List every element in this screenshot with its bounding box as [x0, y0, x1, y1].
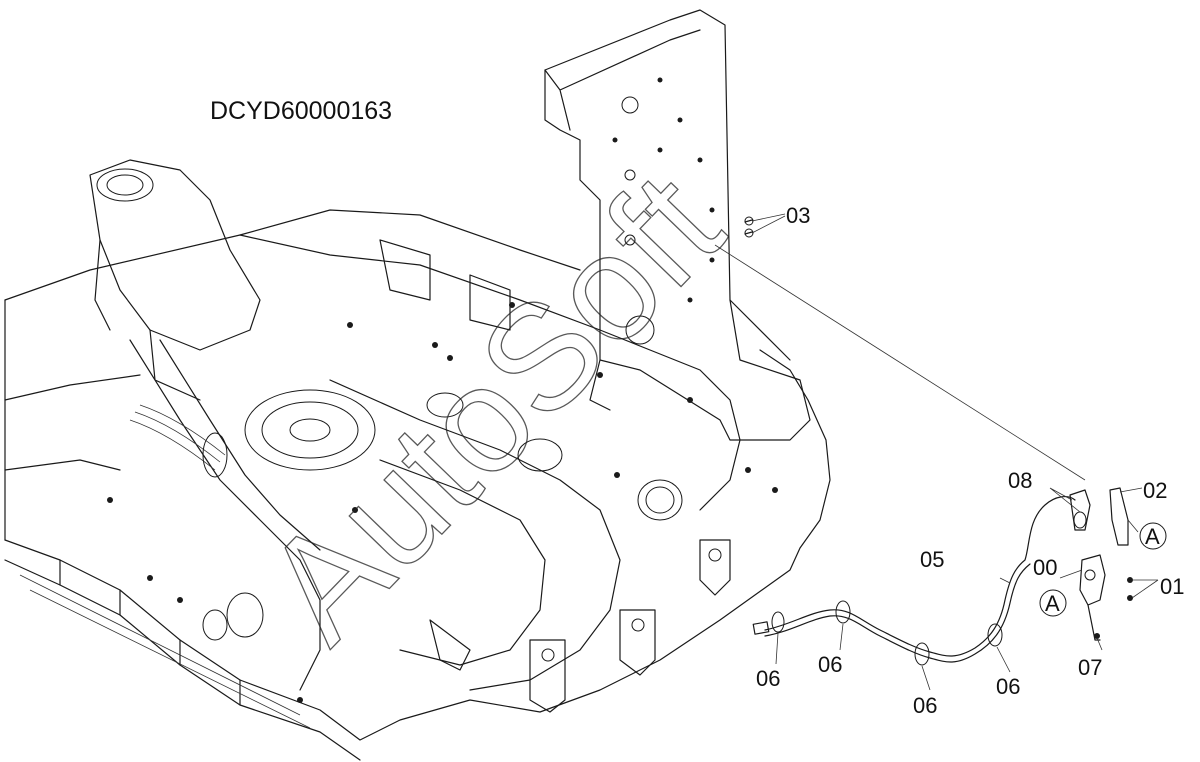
bolts-03 [744, 213, 786, 238]
watermark: AutoSoft [232, 142, 753, 673]
callout-07: 07 [1078, 655, 1102, 680]
callout-A-lower: A [1039, 589, 1067, 617]
callout-02: 02 [1143, 478, 1167, 503]
callout-06-b: 06 [818, 652, 842, 677]
callout-03: 03 [786, 203, 810, 228]
callout-A-lower-label: A [1045, 591, 1060, 616]
callout-00: 00 [1033, 555, 1057, 580]
callout-01: 01 [1160, 574, 1184, 599]
wiring-harness-05 [752, 495, 1076, 666]
callout-06-c: 06 [913, 693, 937, 718]
callout-08: 08 [1008, 468, 1032, 493]
figure-code: DCYD60000163 [210, 97, 392, 125]
callout-06-a: 06 [756, 666, 780, 691]
upper-frame-drawing [4, 159, 831, 761]
bulkhead-plate-drawing [544, 9, 811, 441]
projection-line [714, 244, 1086, 481]
switch-assembly [999, 487, 1159, 651]
callout-A-upper-label: A [1145, 524, 1160, 549]
callout-A-upper: A [1139, 522, 1167, 550]
callout-06-d: 06 [996, 674, 1020, 699]
callout-05: 05 [920, 547, 944, 572]
